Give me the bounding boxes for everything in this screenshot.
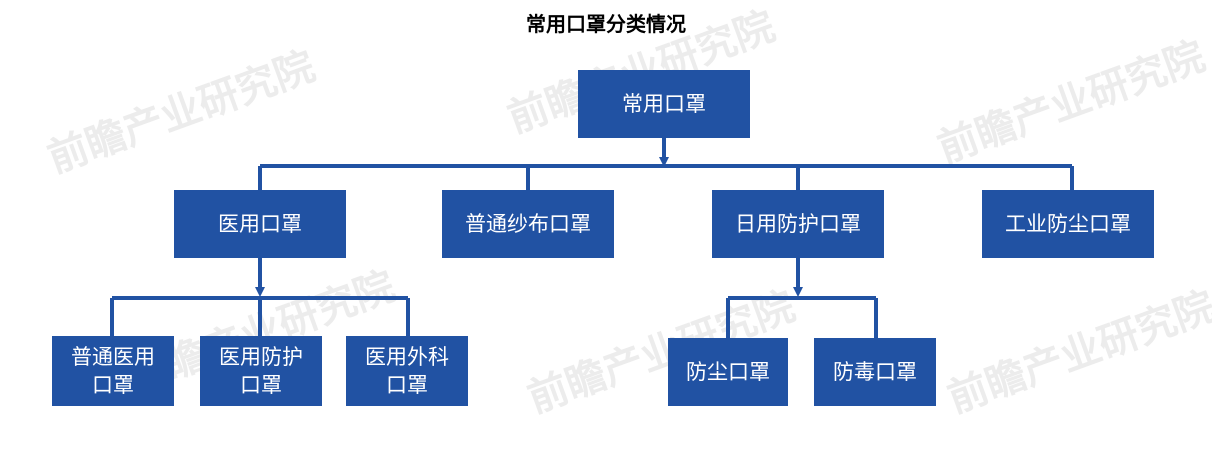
node-medical-mask: 医用口罩 (174, 190, 346, 258)
node-label: 工业防尘口罩 (1005, 212, 1131, 236)
node-daily-protective-mask: 日用防护口罩 (712, 190, 884, 258)
node-label: 防尘口罩 (686, 360, 770, 384)
diagram-title: 常用口罩分类情况 (526, 12, 686, 36)
node-medical-surgical-mask: 医用外科 口罩 (346, 336, 468, 406)
node-label: 常用口罩 (622, 92, 706, 116)
node-label-line2: 口罩 (386, 373, 428, 397)
node-ordinary-medical-mask: 普通医用 口罩 (52, 336, 174, 406)
node-root: 常用口罩 (578, 70, 750, 138)
node-label-line2: 口罩 (240, 373, 282, 397)
node-label-line2: 口罩 (92, 373, 134, 397)
node-medical-protective-mask: 医用防护 口罩 (200, 336, 322, 406)
node-gauze-mask: 普通纱布口罩 (442, 190, 614, 258)
node-label: 防毒口罩 (833, 360, 917, 384)
node-label: 医用口罩 (218, 212, 302, 236)
node-label-line1: 医用防护 (219, 345, 303, 369)
node-label: 日用防护口罩 (735, 212, 861, 236)
node-label-line1: 医用外科 (365, 345, 449, 369)
node-dust-mask: 防尘口罩 (668, 338, 788, 406)
node-industrial-dust-mask: 工业防尘口罩 (982, 190, 1154, 258)
node-label: 普通纱布口罩 (465, 212, 591, 236)
node-gas-mask: 防毒口罩 (814, 338, 936, 406)
node-label-line1: 普通医用 (71, 345, 155, 369)
